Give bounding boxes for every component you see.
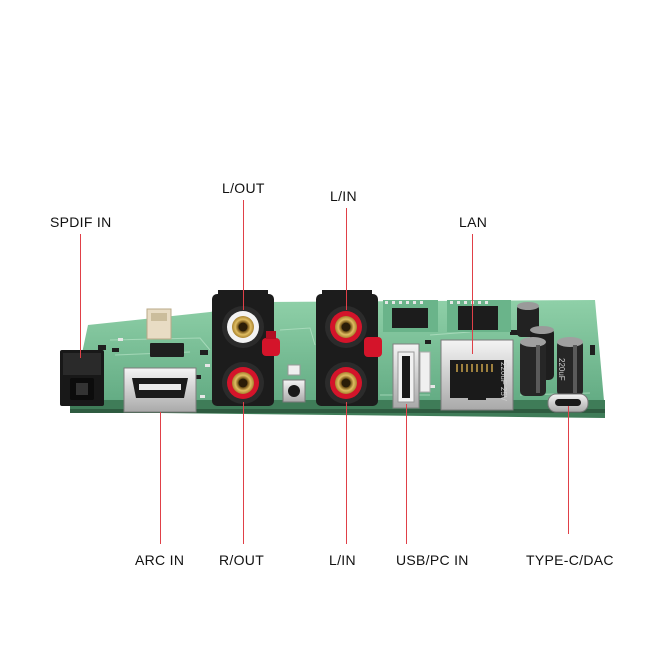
label-usb-pc-in: USB/PC IN: [396, 552, 469, 568]
capacitor-label-2: 220uF: [557, 358, 566, 381]
label-spdif-in: SPDIF IN: [50, 214, 112, 230]
label-l-in-bottom: L/IN: [329, 552, 356, 568]
rca-in-block: [316, 290, 382, 406]
label-type-c-dac: TYPE-C/DAC: [526, 552, 614, 568]
label-l-out: L/OUT: [222, 180, 265, 196]
beige-connector: [146, 308, 172, 340]
leader-line-type-c: [568, 406, 569, 534]
leader-line-lan: [472, 234, 473, 354]
spdif-optical-jack: [60, 350, 104, 406]
label-lan: LAN: [459, 214, 488, 230]
leader-line-usb: [406, 404, 407, 544]
leader-line-arc: [160, 412, 161, 544]
electrolytic-capacitors: [517, 302, 583, 396]
label-l-in-top: L/IN: [330, 188, 357, 204]
leader-line-l-in-top: [346, 208, 347, 310]
leader-line-l-in-bottom: [346, 402, 347, 544]
capacitor-label: 220uF 25V: [499, 362, 508, 402]
label-r-out: R/OUT: [219, 552, 265, 568]
label-arc-in: ARC IN: [135, 552, 185, 568]
hdmi-arc-port: [123, 367, 197, 413]
rca-out-block: [212, 290, 280, 406]
dsp-modules: [383, 300, 511, 332]
leader-line-spdif: [80, 234, 81, 358]
tactile-button: [282, 364, 306, 403]
usb-c-port: [547, 393, 589, 413]
ethernet-rj45-port: [440, 339, 514, 411]
leader-line-l-out: [243, 200, 244, 310]
leader-line-r-out: [243, 402, 244, 544]
usb-a-port: [392, 343, 431, 409]
